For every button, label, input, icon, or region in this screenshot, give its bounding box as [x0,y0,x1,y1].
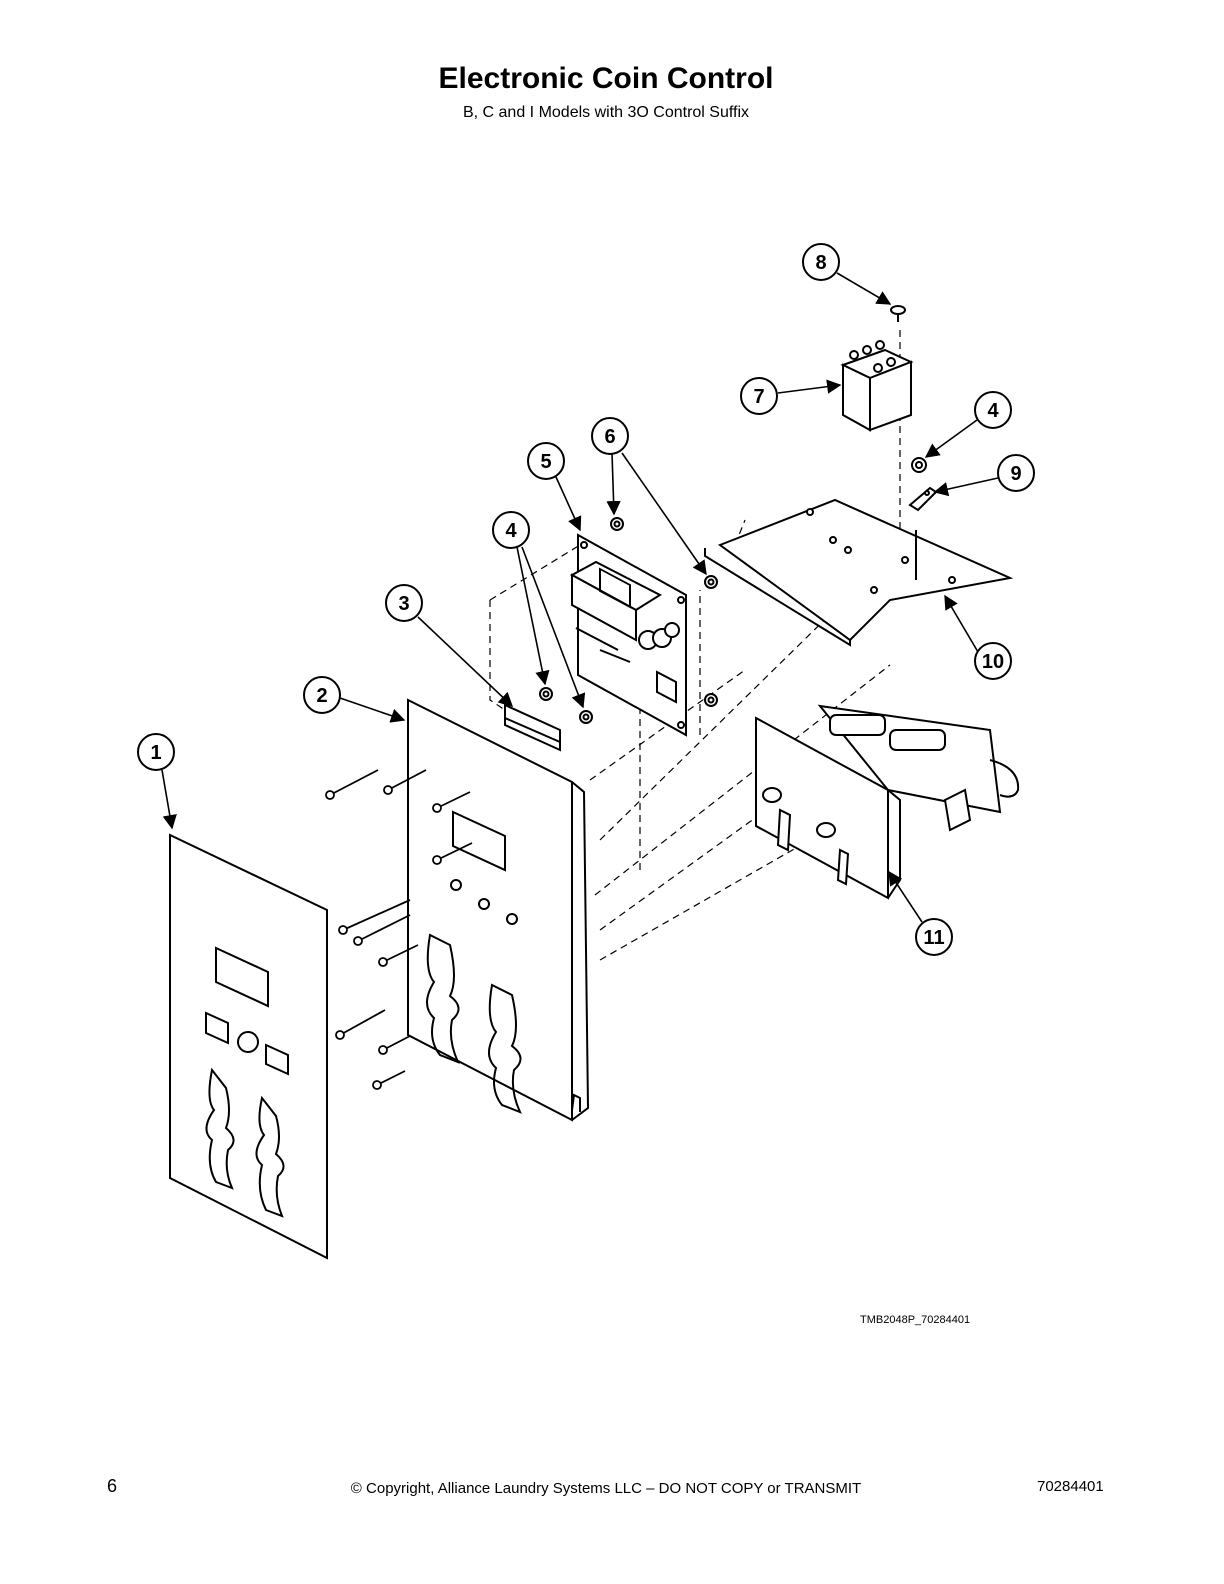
hex-nuts [539,457,927,724]
svg-text:2: 2 [316,685,327,707]
svg-text:1: 1 [150,742,161,764]
callout-4-left: 4 [492,511,530,549]
bracket-part [504,703,561,752]
svg-text:11: 11 [923,927,944,949]
callout-2: 2 [303,676,341,714]
control-circuit-board [569,533,687,737]
callout-3: 3 [385,584,423,622]
svg-text:4: 4 [505,520,517,542]
callout-leader-lines [161,272,999,923]
document-number: 70284401 [1037,1478,1104,1495]
copyright-notice: © Copyright, Alliance Laundry Systems LL… [350,1480,862,1497]
mounting-base-plate [704,498,1014,647]
svg-text:7: 7 [753,386,764,408]
top-screw [890,305,906,322]
svg-text:9: 9 [1010,463,1021,485]
svg-text:4: 4 [987,400,999,422]
callout-4-right: 4 [974,391,1012,429]
svg-text:5: 5 [540,451,551,473]
terminal-clip [908,486,938,512]
front-overlay-panel [169,833,328,1260]
page-subtitle: B, C and I Models with 3O Control Suffix [462,104,750,121]
callout-8: 8 [802,243,840,281]
callout-10: 10 [974,642,1012,680]
callout-5: 5 [527,442,565,480]
page-title: Electronic Coin Control [438,62,774,95]
callout-9: 9 [997,454,1035,492]
coin-mechanism-assembly [755,704,1020,900]
svg-text:8: 8 [815,252,826,274]
callout-6: 6 [591,417,629,455]
relay-component [840,340,914,432]
callout-7: 7 [740,377,778,415]
callout-11: 11 [915,918,953,956]
control-front-panel [407,698,590,1122]
mounting-screws [325,769,473,1090]
callout-1: 1 [137,733,175,771]
svg-text:6: 6 [604,426,615,448]
drawing-code: TMB2048P_70284401 [860,1314,971,1326]
page-number: 6 [107,1476,118,1496]
svg-text:3: 3 [398,593,409,615]
svg-text:10: 10 [982,651,1004,673]
